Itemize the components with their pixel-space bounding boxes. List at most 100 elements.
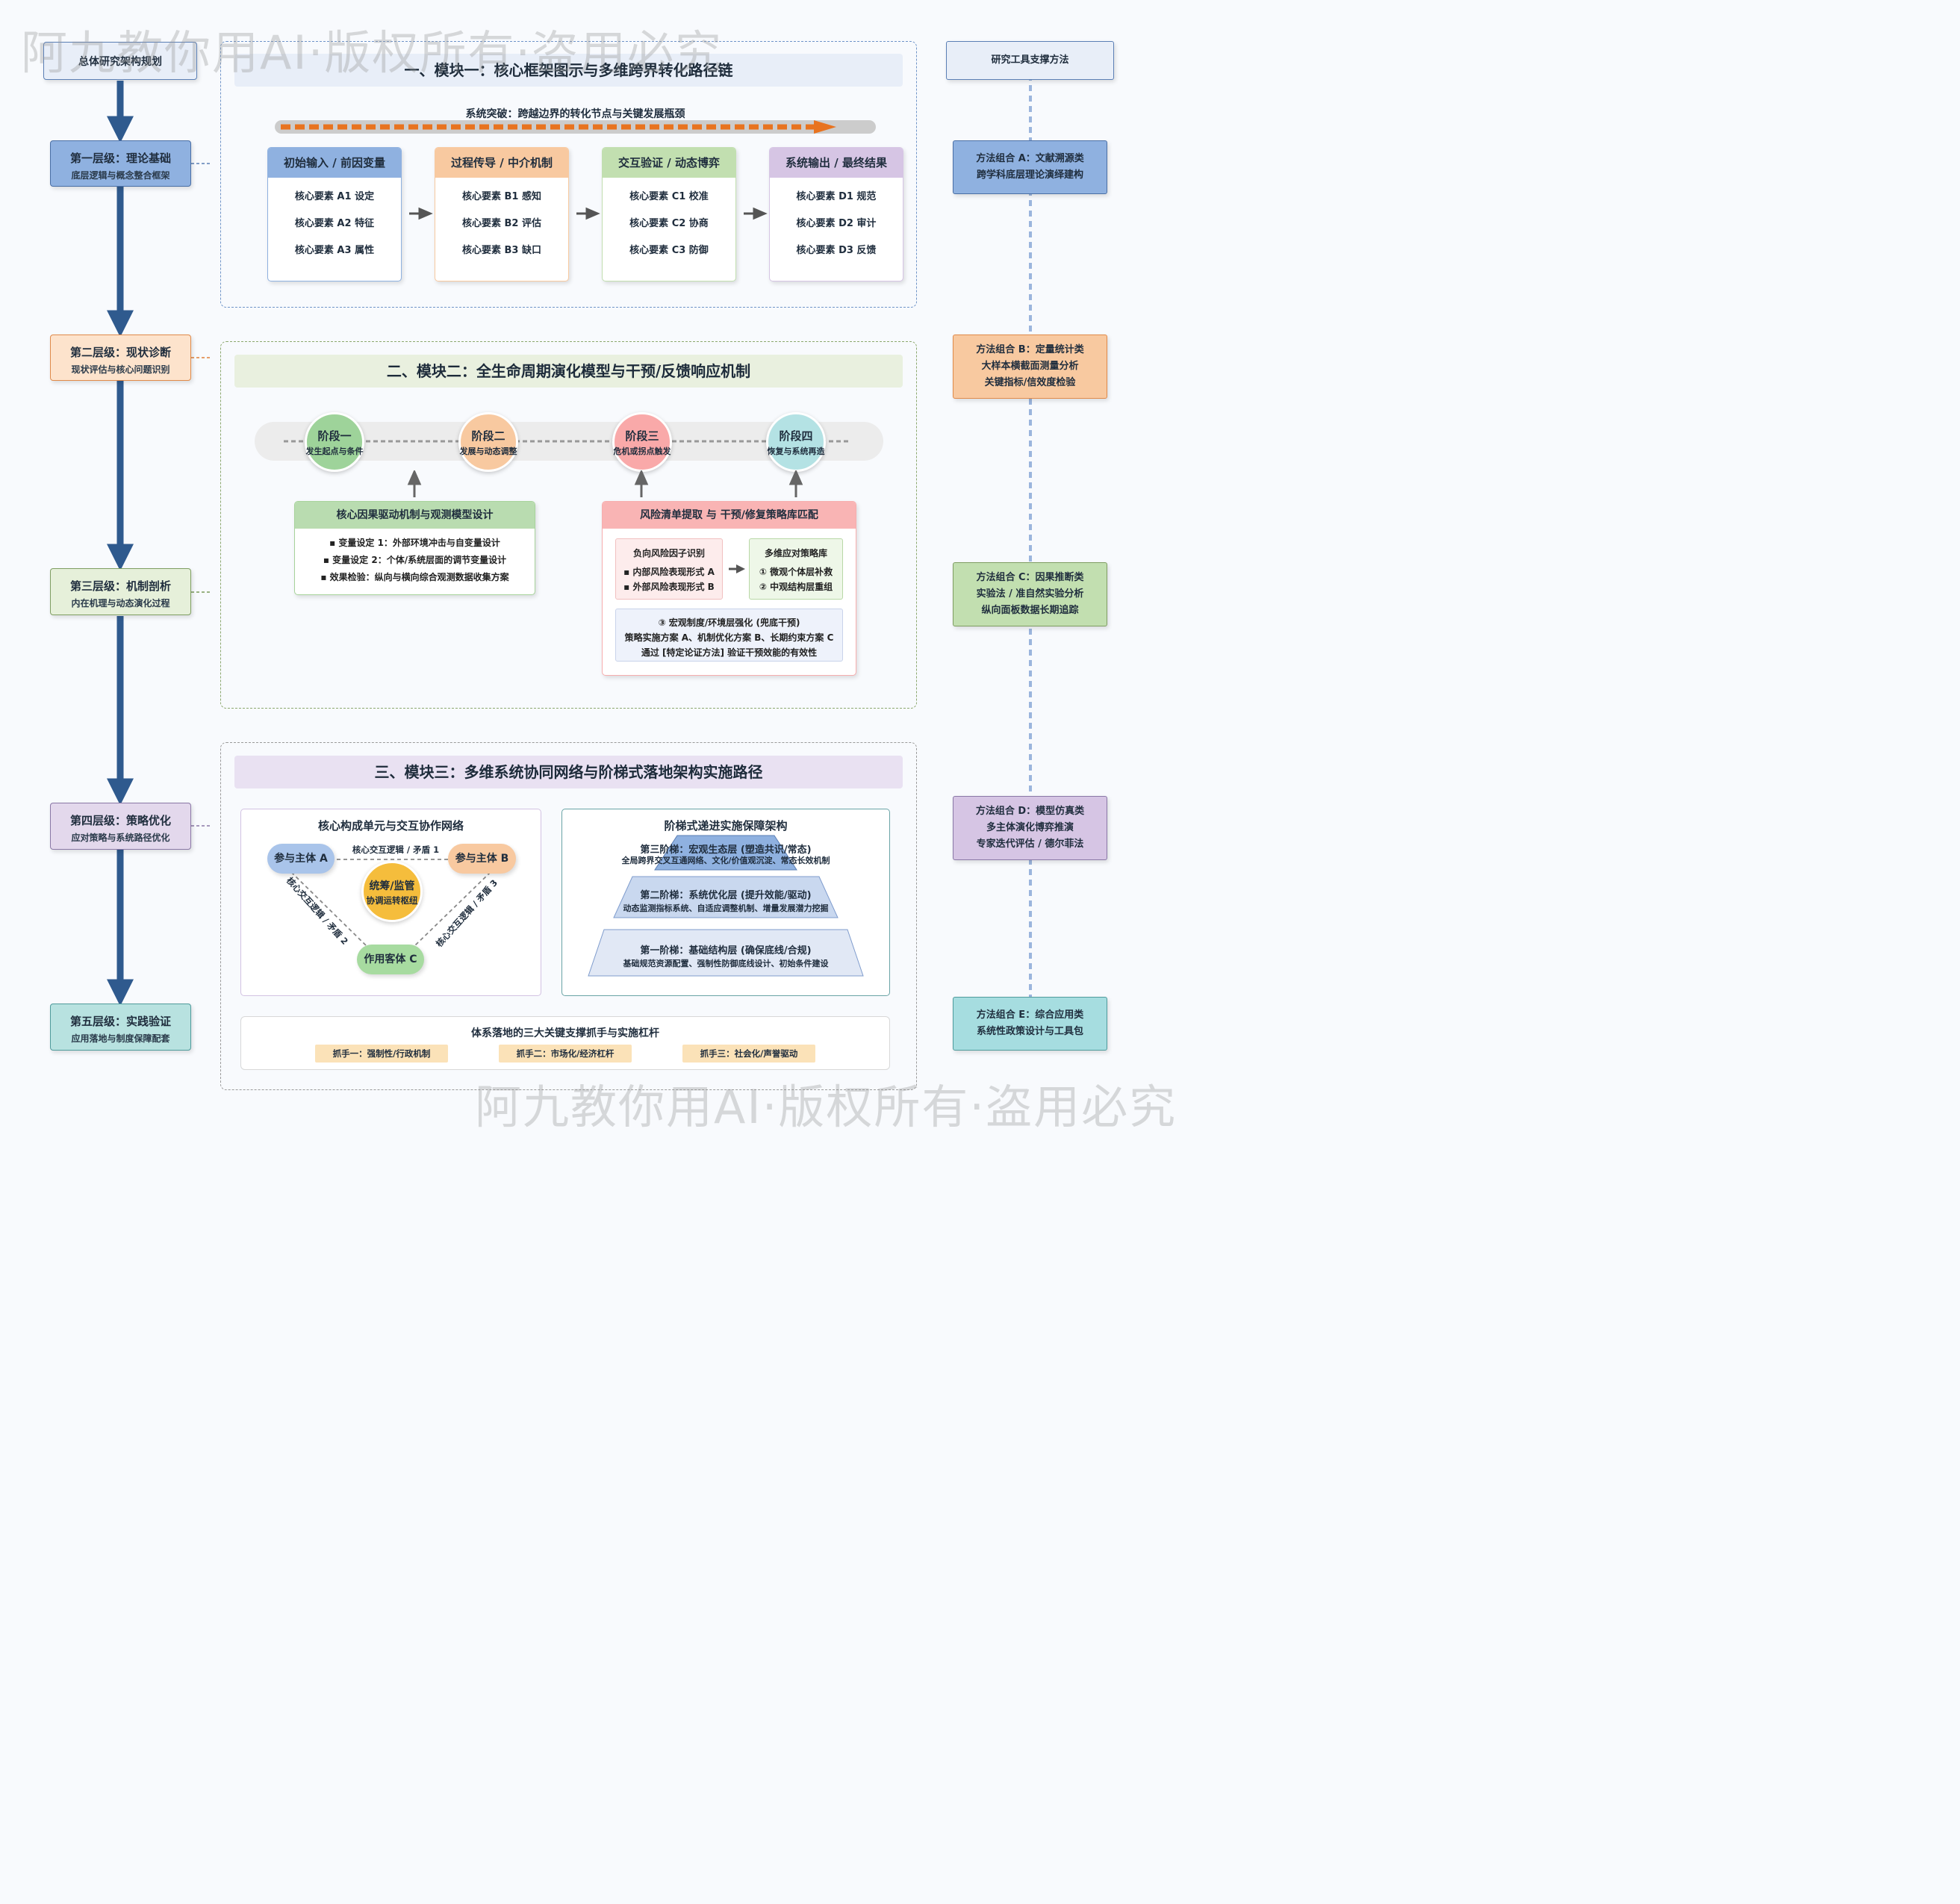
- ladder-trapezoids: [588, 835, 864, 977]
- risk-arrow: [729, 564, 745, 573]
- stage-3-desc: 危机或拐点触发: [613, 447, 671, 456]
- stage-3-circle: 阶段三 危机或拐点触发: [612, 412, 672, 472]
- breakthrough-label: 系统突破：跨越边界的转化节点与关键发展瓶颈: [465, 108, 685, 120]
- causal-title: 核心因果驱动机制与观测模型设计: [295, 502, 535, 529]
- breakthrough-bar: [275, 120, 876, 134]
- card-item: 核心要素 D1 规范: [796, 191, 877, 202]
- left-header: 总体研究架构规划: [43, 42, 197, 80]
- card-arrows: [409, 207, 768, 220]
- level-3-sub: 内在机理与动态演化过程: [71, 598, 170, 609]
- module-2-title: 二、模块二：全生命周期演化模型与干预/反馈响应机制: [234, 355, 903, 388]
- negative-risk-box: 负向风险因子识别 ▪ 内部风险表现形式 A ▪ 外部风险表现形式 B: [615, 538, 723, 600]
- network-edges: [290, 859, 491, 948]
- card-output-title: 系统输出 / 最终结果: [770, 148, 903, 178]
- module-1-title: 一、模块一：核心框架图示与多维跨界转化路径链: [234, 54, 903, 87]
- lever-tag-1: 抓手一：强制性/行政机制: [315, 1045, 448, 1063]
- method-c-line-1: 方法组合 C：因果推断类: [976, 572, 1084, 583]
- stage-card-output: 系统输出 / 最终结果 核心要素 D1 规范 核心要素 D2 审计 核心要素 D…: [769, 147, 903, 281]
- tier-1-title: 第一阶梯：基础结构层 (确保底线/合规): [640, 945, 812, 956]
- method-b-line-2: 大样本横截面测量分析: [981, 361, 1079, 372]
- card-process-title: 过程传导 / 中介机制: [435, 148, 568, 178]
- risk-title: 风险清单提取 与 干预/修复策略库匹配: [603, 502, 856, 529]
- level-4-sub: 应对策略与系统路径优化: [71, 833, 170, 843]
- stage-card-input: 初始输入 / 前因变量 核心要素 A1 设定 核心要素 A2 特征 核心要素 A…: [267, 147, 402, 281]
- level-4-title: 第四层级：策略优化: [69, 814, 171, 827]
- right-dotted-line: [1029, 75, 1032, 1001]
- card-item: 核心要素 C2 协商: [629, 218, 709, 229]
- card-item: 核心要素 D3 反馈: [796, 245, 877, 256]
- module-3-title: 三、模块三：多维系统协同网络与阶梯式落地架构实施路径: [234, 756, 903, 788]
- tier-2-shape: [613, 876, 839, 918]
- stage-4-circle: 阶段四 恢复与系统再造: [766, 412, 826, 472]
- neg-risk-title: 负向风险因子识别: [632, 548, 705, 559]
- method-b-line-3: 关键指标/信效度检验: [984, 377, 1076, 388]
- method-e-line-1: 方法组合 E：综合应用类: [976, 1009, 1084, 1021]
- method-e-line-2: 系统性政策设计与工具包: [976, 1026, 1083, 1037]
- stage-1-name: 阶段一: [317, 429, 352, 443]
- strategy-lib-item-1: ① 微观个体层补救: [759, 567, 833, 577]
- actor-b-node: 参与主体 B: [448, 844, 516, 874]
- edge-b-c: [413, 871, 491, 948]
- stage-card-interaction: 交互验证 / 动态博弈 核心要素 C1 校准 核心要素 C2 协商 核心要素 C…: [602, 147, 736, 281]
- stage-1-desc: 发生起点与条件: [305, 447, 364, 456]
- card-item: 核心要素 B2 评估: [461, 218, 541, 229]
- hub-line-1: 统筹/监管: [369, 880, 415, 892]
- main-flow-arrows: [107, 81, 211, 1007]
- actor-a-node: 参与主体 A: [267, 844, 335, 874]
- card-item: 核心要素 B1 感知: [461, 191, 541, 202]
- card-item: 核心要素 B3 缺口: [461, 245, 541, 256]
- card-item: 核心要素 D2 审计: [796, 218, 877, 229]
- card-item: 核心要素 C3 防御: [629, 245, 709, 256]
- lever-tag-2: 抓手二：市场化/经济杠杆: [499, 1045, 632, 1063]
- method-e-box: 方法组合 E：综合应用类 系统性政策设计与工具包: [953, 997, 1107, 1051]
- tier-1-desc: 基础规范资源配置、强制性防御底线设计、初始条件建设: [623, 959, 829, 968]
- stage-4-desc: 恢复与系统再造: [767, 447, 825, 456]
- tier-3-title: 第三阶梯：宏观生态层 (塑造共识/常态): [640, 844, 812, 856]
- method-c-line-2: 实验法 / 准自然实验分析: [976, 588, 1084, 600]
- method-d-line-1: 方法组合 D：模型仿真类: [975, 806, 1085, 817]
- stage-2-name: 阶段二: [471, 429, 505, 443]
- tier-1-shape: [588, 929, 864, 977]
- stage-1-circle: 阶段一 发生起点与条件: [305, 412, 364, 472]
- strategy-lib-title: 多维应对策略库: [764, 548, 827, 559]
- macro-line-2: 策略实施方案 A、机制优化方案 B、长期约束方案 C: [624, 632, 834, 643]
- level-1-box: 第一层级：理论基础 底层逻辑与概念整合框架: [50, 140, 191, 187]
- stage-3-name: 阶段三: [625, 429, 659, 443]
- method-b-line-1: 方法组合 B：定量统计类: [976, 344, 1084, 355]
- tier-3-shape: [654, 835, 797, 871]
- tier-2-title: 第二阶梯：系统优化层 (提升效能/驱动): [640, 890, 812, 901]
- level-5-box: 第五层级：实践验证 应用落地与制度保障配套: [50, 1004, 191, 1051]
- level-2-box: 第二层级：现状诊断 现状评估与核心问题识别: [50, 335, 191, 381]
- macro-intervention-box: ③ 宏观制度/环境层强化 (兜底干预) 策略实施方案 A、机制优化方案 B、长期…: [615, 609, 843, 662]
- method-b-box: 方法组合 B：定量统计类 大样本横截面测量分析 关键指标/信效度检验: [953, 335, 1107, 399]
- card-item: 核心要素 A2 特征: [294, 218, 375, 229]
- right-header: 研究工具支撑方法: [946, 41, 1114, 80]
- breakthrough-arrow: [281, 120, 836, 134]
- method-a-line-2: 跨学科底层理论演绎建构: [976, 169, 1083, 181]
- coordination-hub: 统筹/监管 协调运转枢纽: [361, 861, 423, 922]
- causal-item-2: ▪ 变量设定 2：个体/系统层面的调节变量设计: [323, 555, 507, 565]
- level-1-sub: 底层逻辑与概念整合框架: [71, 170, 170, 181]
- lever-tag-3: 抓手三：社会化/声誉驱动: [682, 1045, 815, 1063]
- level-4-box: 第四层级：策略优化 应对策略与系统路径优化: [50, 803, 191, 850]
- method-c-box: 方法组合 C：因果推断类 实验法 / 准自然实验分析 纵向面板数据长期追踪: [953, 562, 1107, 626]
- strategy-lib-item-2: ② 中观结构层重组: [759, 582, 833, 592]
- macro-line-3: 通过 [特定论证方法] 验证干预效能的有效性: [641, 647, 818, 658]
- module-3-frame: [220, 742, 917, 1090]
- method-c-line-3: 纵向面板数据长期追踪: [981, 605, 1079, 616]
- ladder-title: 阶梯式递进实施保障架构: [664, 819, 788, 833]
- level-2-title: 第二层级：现状诊断: [69, 346, 171, 359]
- level-3-box: 第三层级：机制剖析 内在机理与动态演化过程: [50, 568, 191, 615]
- module-2-frame: [220, 341, 917, 709]
- stage-4-name: 阶段四: [779, 429, 813, 443]
- card-interaction-title: 交互验证 / 动态博弈: [603, 148, 735, 178]
- right-header-label: 研究工具支撑方法: [991, 55, 1069, 66]
- strategy-library-box: 多维应对策略库 ① 微观个体层补救 ② 中观结构层重组: [749, 538, 843, 600]
- edge-label-1: 核心交互逻辑 / 矛盾 1: [352, 844, 440, 855]
- tier-2-desc: 动态监测指标系统、自适应调整机制、增量发展潜力挖掘: [623, 903, 829, 913]
- causal-item-3: ▪ 效果检验：纵向与横向综合观测数据收集方案: [320, 572, 509, 582]
- level-3-title: 第三层级：机制剖析: [69, 579, 171, 593]
- causal-item-1: ▪ 变量设定 1：外部环境冲击与自变量设计: [329, 538, 500, 548]
- lifecycle-dash: [284, 440, 851, 443]
- method-d-line-2: 多主体演化博弈推演: [986, 822, 1074, 833]
